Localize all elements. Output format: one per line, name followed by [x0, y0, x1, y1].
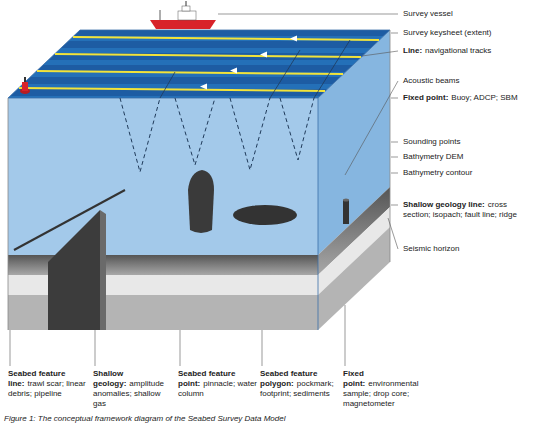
label-text: Bathymetry DEM: [403, 152, 463, 161]
track-arrows: [200, 36, 297, 90]
label-heading: Shallow geology:: [93, 369, 126, 388]
label-text: Acoustic beams: [403, 76, 459, 85]
fault-slab: [48, 210, 106, 330]
label-group: Shallow geology:amplitude anomalies; sha…: [93, 369, 175, 409]
figure-caption: Figure 1: The conceptual framework diagr…: [4, 414, 285, 423]
label-group: Shallow geology line:cross section; isop…: [403, 200, 536, 220]
sea-surface: [8, 30, 390, 98]
label-text: Buoy; ADCP; SBM: [451, 93, 517, 102]
label-text: Sounding points: [403, 137, 460, 146]
label-text: Survey keysheet (extent): [403, 28, 491, 37]
label-group: Sounding points: [403, 137, 536, 147]
drop-core: [343, 199, 349, 225]
label-heading: Shallow geology line:: [403, 200, 485, 209]
label-group: Seabed feature line:trawl scar; linear d…: [8, 369, 90, 399]
acoustic-beams: [120, 98, 314, 172]
leader-lines: [10, 14, 398, 366]
label-text: Survey vessel: [403, 9, 453, 18]
label-group: Survey keysheet (extent): [403, 28, 536, 38]
label-text: Seismic horizon: [403, 244, 459, 253]
label-heading: Fixed point:: [343, 369, 365, 388]
buoy: [20, 77, 30, 94]
pockmark: [233, 205, 297, 225]
front-face: [8, 98, 318, 330]
block-edges: [8, 30, 390, 330]
navigational-tracks: [19, 37, 379, 91]
label-group: Fixed point:Buoy; ADCP; SBM: [403, 93, 536, 103]
label-group: Fixed point:environmental sample; drop c…: [343, 369, 433, 409]
label-group: Bathymetry DEM: [403, 152, 536, 162]
label-heading: Line:: [403, 46, 422, 55]
label-group: Survey vessel: [403, 9, 536, 19]
pinnacle: [188, 170, 214, 233]
label-group: Seabed feature polygon:pockmark; footpri…: [260, 369, 342, 399]
label-heading: Fixed point:: [403, 93, 448, 102]
label-group: Seismic horizon: [403, 244, 536, 254]
label-group: Seabed feature point:pinnacle; water col…: [178, 369, 258, 399]
label-group: Line:navigational tracks: [403, 46, 536, 56]
label-group: Bathymetry contour: [403, 168, 536, 178]
label-text: Bathymetry contour: [403, 168, 472, 177]
label-group: Acoustic beams: [403, 76, 536, 86]
acoustic-beams-surface: [160, 40, 350, 98]
survey-vessel: [150, 1, 216, 29]
label-text: navigational tracks: [425, 46, 491, 55]
